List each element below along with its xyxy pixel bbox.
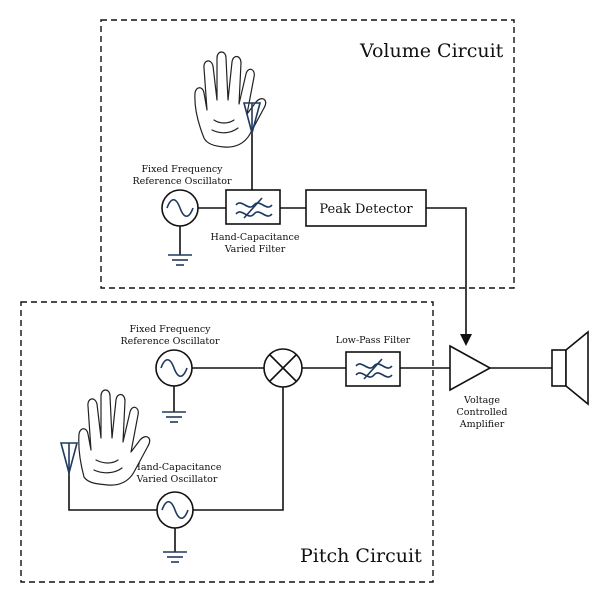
ground-icon (163, 551, 187, 563)
amplifier-label-2: Controlled (457, 407, 508, 418)
antenna-to-varied-osc-wire (68, 472, 157, 511)
pitch-oscillator-label-1: Fixed Frequency (129, 324, 211, 335)
peak-detector-label: Peak Detector (319, 202, 413, 217)
antenna-icon (242, 102, 262, 137)
peak-to-amplifier-wire (426, 207, 467, 340)
arrowhead-icon (460, 334, 472, 346)
sine-oscillator-icon (155, 349, 193, 387)
pitch-circuit-boundary (20, 301, 434, 583)
speaker-icon (551, 330, 589, 406)
pitch-oscillator-label-2: Reference Oscillator (121, 336, 220, 347)
varied-oscillator-label-1: Hand-Capacitance (133, 462, 222, 473)
sine-oscillator-icon (156, 491, 194, 529)
filter-icon (345, 351, 401, 387)
hand-icon (194, 51, 267, 148)
pitch-circuit-title: Pitch Circuit (300, 545, 422, 567)
mixer-icon (263, 348, 303, 388)
ground-icon (168, 254, 192, 266)
hand-icon (78, 389, 151, 486)
volume-circuit-title: Volume Circuit (359, 40, 504, 62)
varied-osc-to-mixer-wire (193, 387, 284, 511)
volume-oscillator-label-2: Reference Oscillator (133, 176, 232, 187)
varied-oscillator-label-2: Varied Oscillator (136, 474, 218, 485)
ground-icon (162, 411, 186, 423)
volume-oscillator-label-1: Fixed Frequency (141, 164, 223, 175)
lowpass-label: Low-Pass Filter (336, 335, 411, 346)
antenna-icon (59, 442, 79, 477)
amplifier-label-3: Amplifier (459, 419, 505, 430)
volume-filter-label-2: Varied Filter (224, 244, 286, 255)
amplifier-label-1: Voltage (463, 395, 500, 406)
amplifier-icon (449, 344, 492, 392)
filter-icon (225, 189, 281, 225)
sine-oscillator-icon (161, 189, 199, 227)
volume-filter-label-1: Hand-Capacitance (211, 232, 300, 243)
